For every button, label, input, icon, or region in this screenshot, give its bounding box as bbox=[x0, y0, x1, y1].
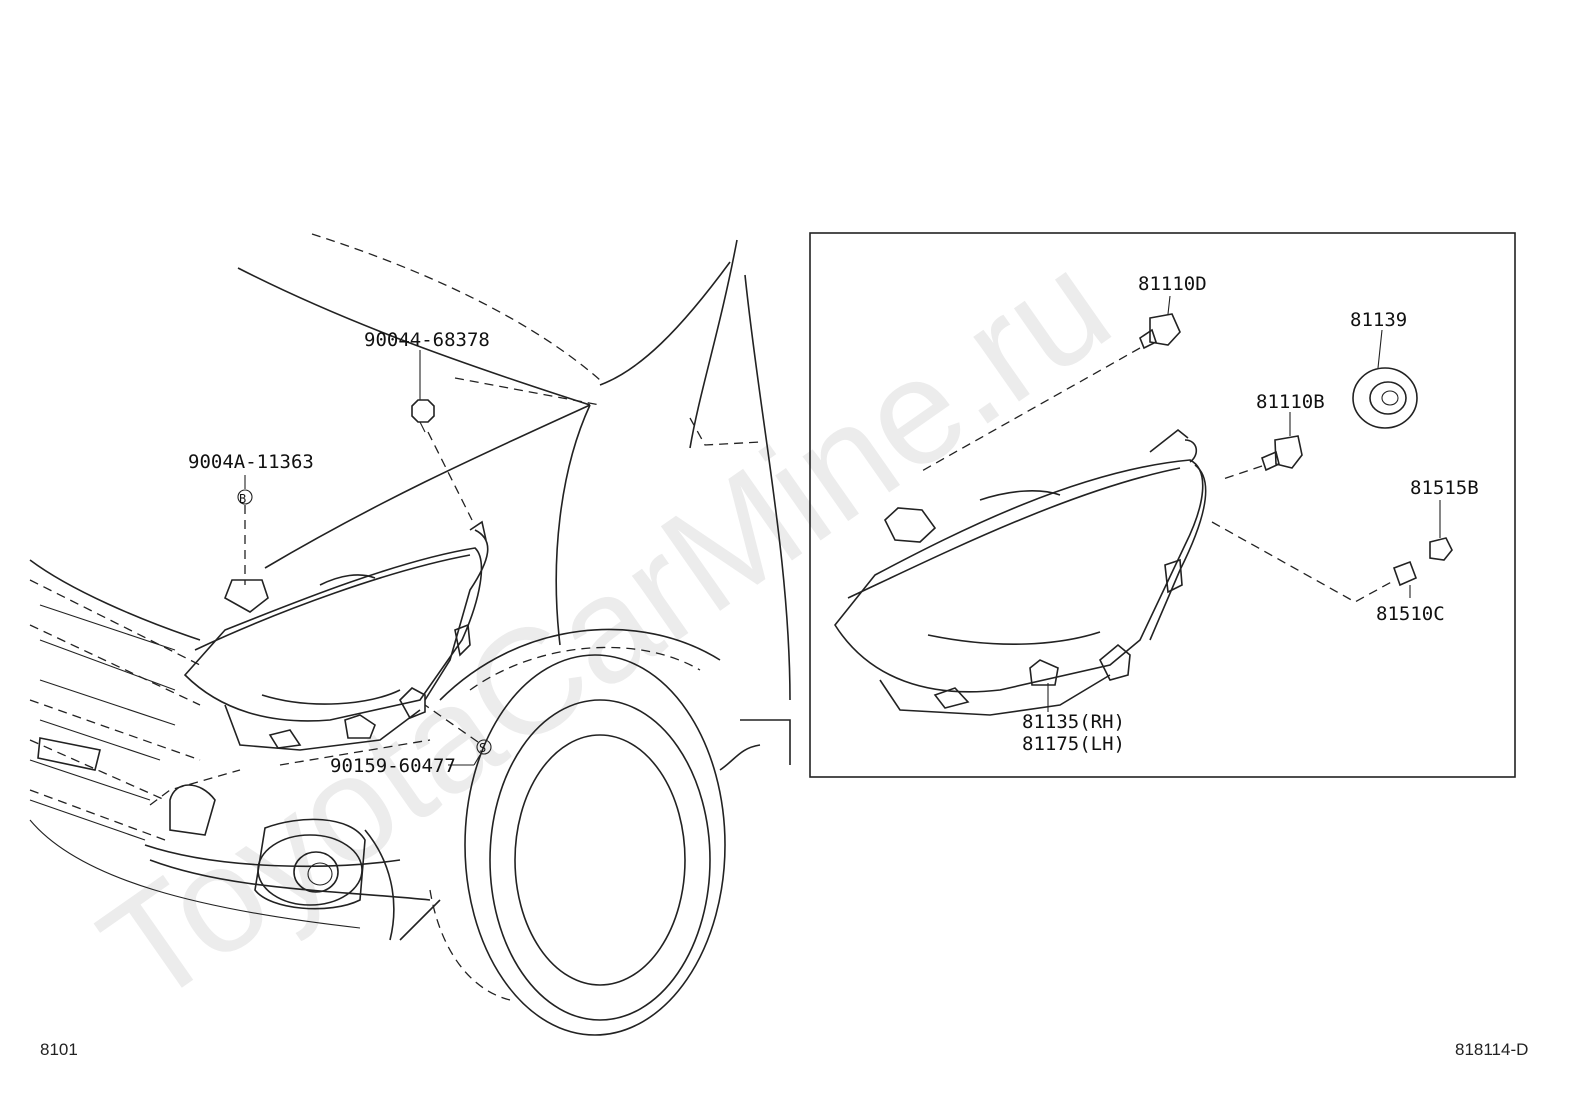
fastener-leaders-left bbox=[237, 350, 492, 766]
socket-81515b-icon bbox=[1429, 537, 1453, 561]
label-lamp-rh: 81135(RH) bbox=[1022, 711, 1125, 733]
label-bolt: 9004A-11363 bbox=[188, 451, 314, 473]
bolt-symbol-circle bbox=[237, 489, 253, 505]
cover-81139-icon bbox=[1352, 367, 1418, 429]
bolt-symbol: B bbox=[239, 492, 246, 506]
label-bulb-d: 81110D bbox=[1138, 273, 1207, 295]
bulb-81510c-icon bbox=[1392, 560, 1418, 587]
detail-frame bbox=[809, 232, 1516, 778]
nut-symbol: S bbox=[479, 741, 486, 755]
bulb-81110b-icon bbox=[1261, 435, 1303, 472]
label-bulb-c: 81510C bbox=[1376, 603, 1445, 625]
label-cover: 81139 bbox=[1350, 309, 1407, 331]
sheet-code-right: 818114-D bbox=[1455, 1040, 1528, 1059]
bulb-81110d-icon bbox=[1139, 313, 1181, 350]
vehicle-outline bbox=[29, 233, 791, 1036]
label-bulb-b: 81110B bbox=[1256, 391, 1325, 413]
nut-symbol-circle bbox=[476, 739, 492, 755]
headlamp-detail bbox=[834, 428, 1207, 716]
label-lamp-lh: 81175(LH) bbox=[1022, 733, 1125, 755]
label-nut: 90159-60477 bbox=[330, 755, 456, 777]
headlamp-installed bbox=[183, 520, 489, 751]
sheet-code-left: 8101 bbox=[40, 1040, 78, 1059]
label-socket: 81515B bbox=[1410, 477, 1479, 499]
label-screw: 90044-68378 bbox=[364, 329, 490, 351]
